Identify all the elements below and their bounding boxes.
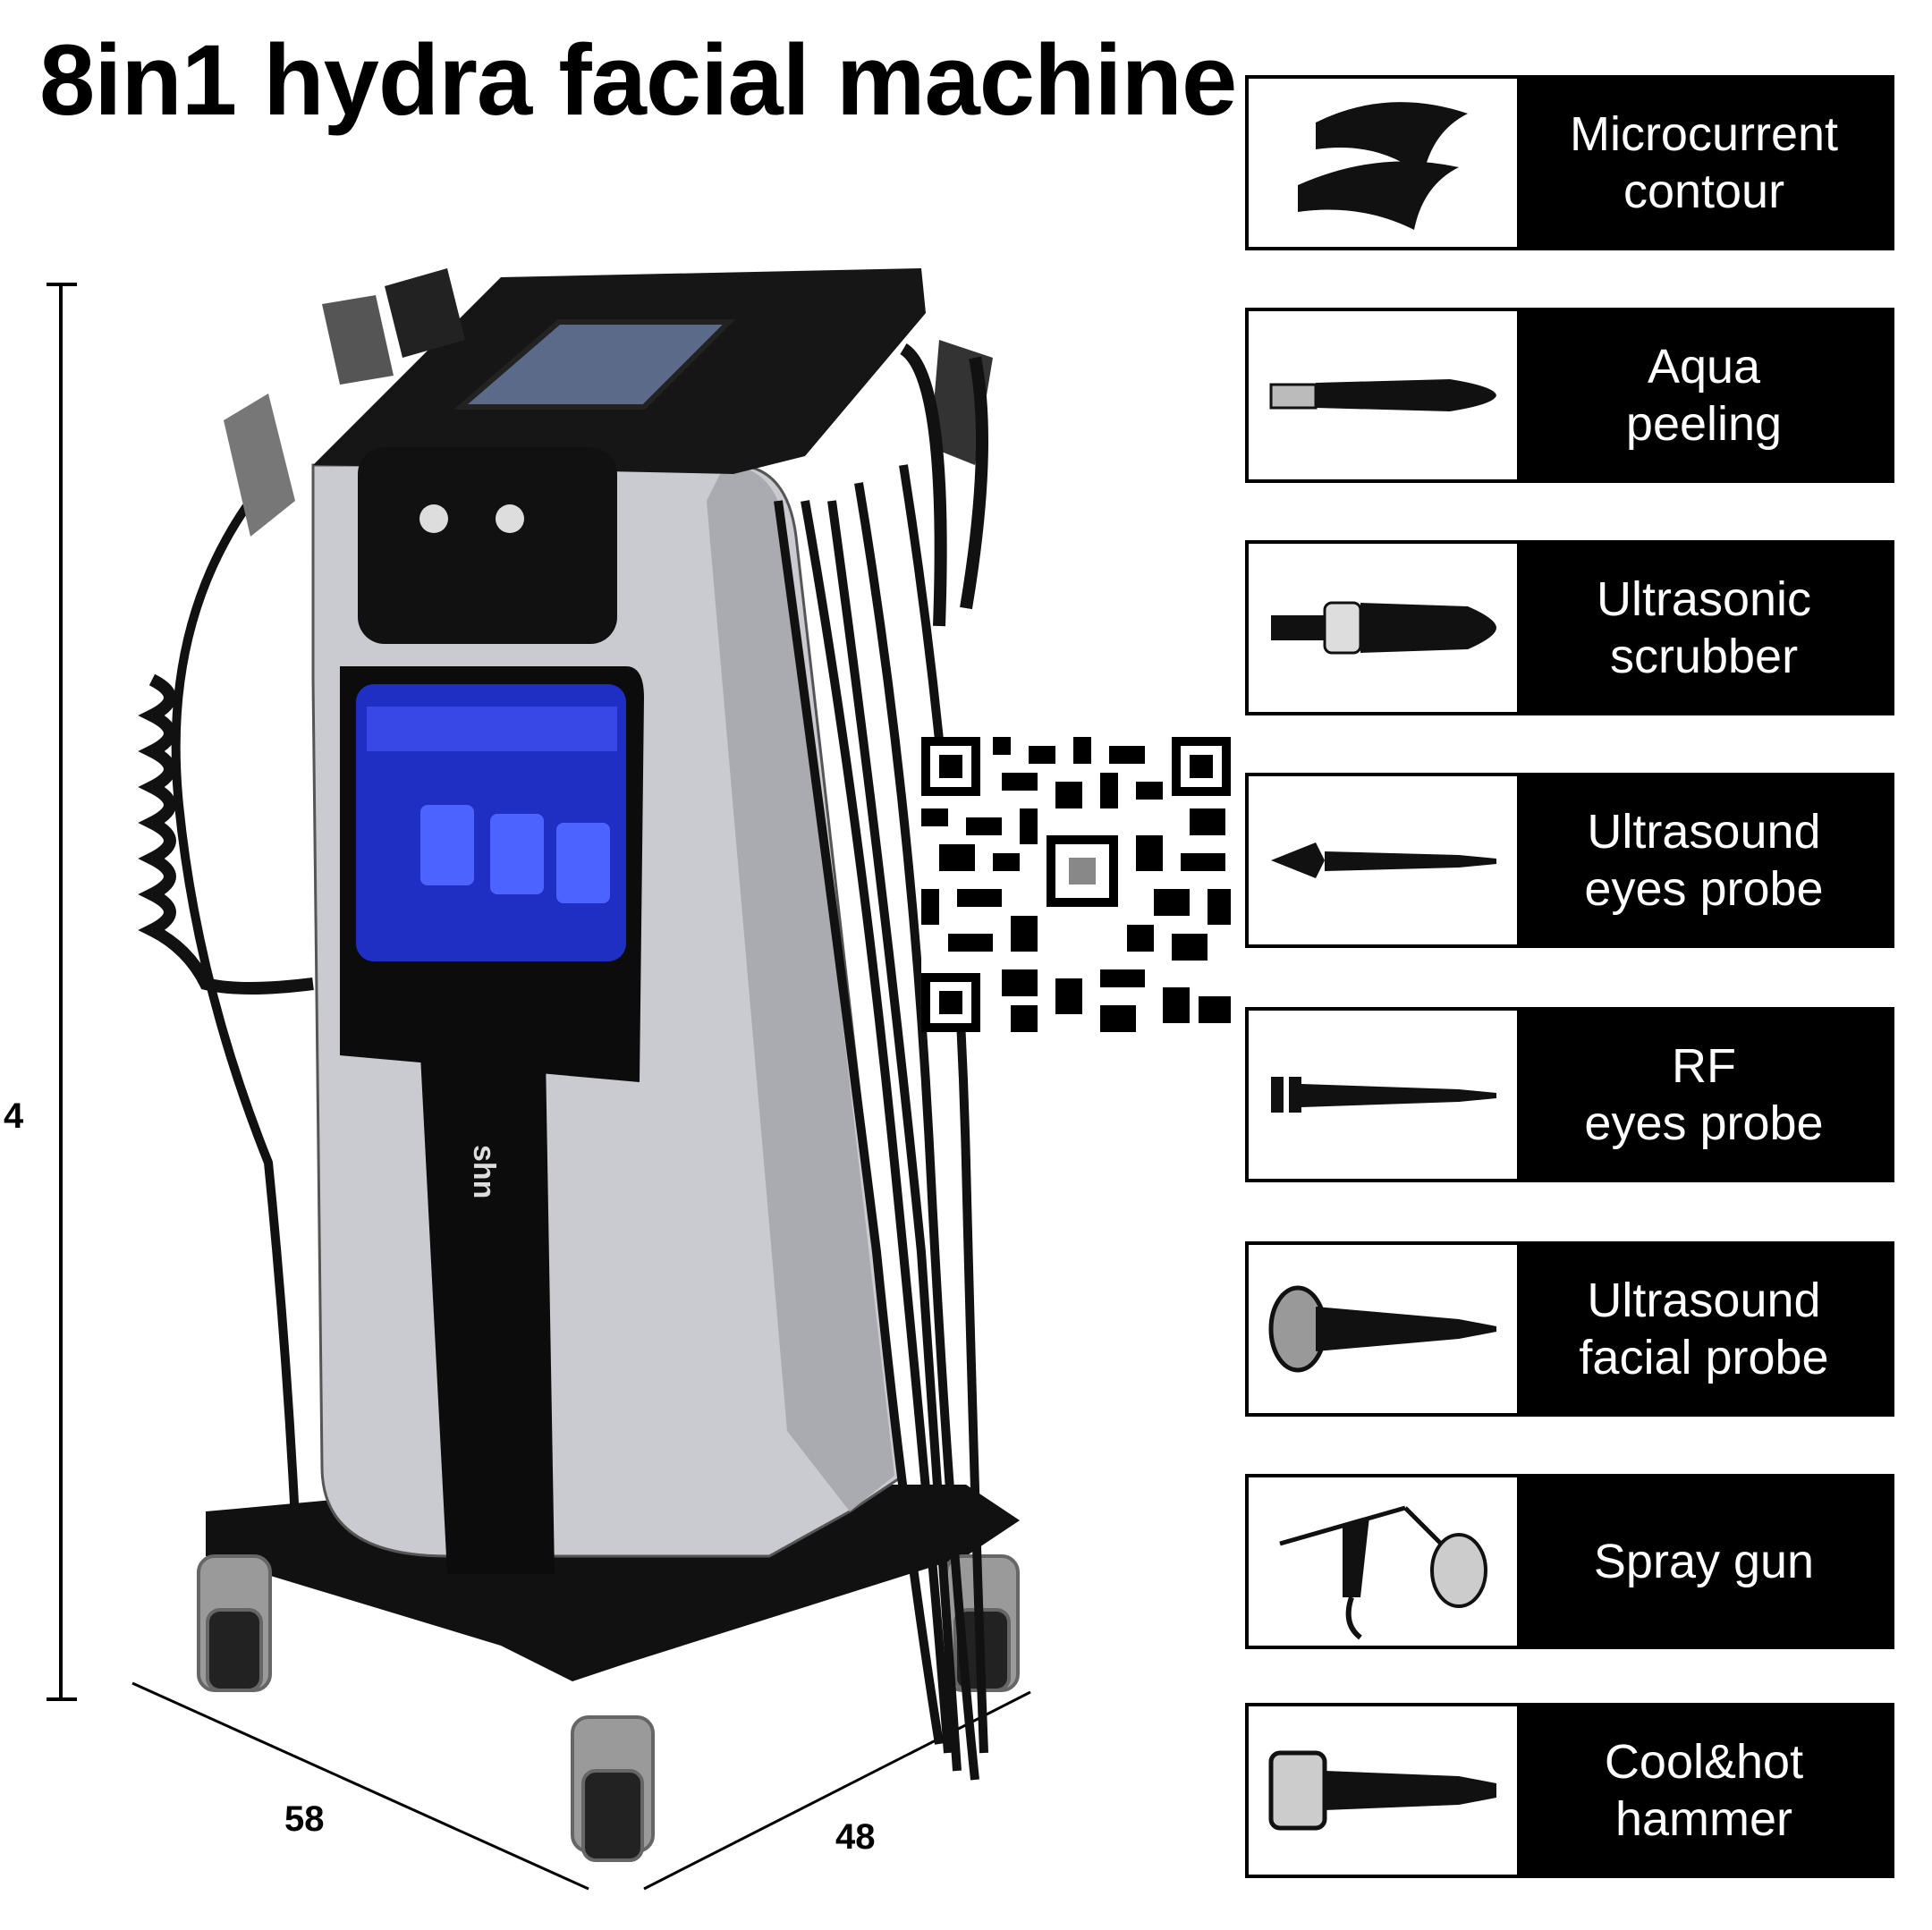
ultrasound-eyes-probe-icon xyxy=(1249,776,1517,944)
handpiece-card-spray-gun: Spray gun xyxy=(1245,1474,1894,1649)
handpiece-label-line1: Aqua xyxy=(1647,340,1761,394)
ultrasonic-scrubber-icon xyxy=(1249,544,1517,712)
machine-illustration: shn xyxy=(47,268,1031,1891)
cool-hot-hammer-icon xyxy=(1249,1706,1517,1875)
svg-text:shn: shn xyxy=(467,1145,501,1198)
handpiece-label-line1: RF xyxy=(1672,1039,1736,1093)
depth-dimension-label: 48 xyxy=(835,1817,876,1857)
handpiece-label-line1: Ultrasound xyxy=(1587,805,1821,859)
handpiece-label-line2: hammer xyxy=(1614,1792,1793,1846)
handpiece-label-line1: Ultrasonic xyxy=(1596,572,1812,626)
page-title: 8in1 hydra facial machine xyxy=(39,24,1237,136)
wheel xyxy=(197,1554,1020,1862)
handpiece-label-line2: facial probe xyxy=(1579,1331,1829,1384)
width-dimension-label: 58 xyxy=(284,1799,325,1839)
height-dimension-label: 4 xyxy=(4,1096,24,1136)
ultrasound-facial-probe-icon xyxy=(1249,1245,1517,1413)
handpiece-label-line1: Microcurrent xyxy=(1569,107,1839,161)
aqua-peeling-icon xyxy=(1249,311,1517,479)
handpiece-label-line2: peeling xyxy=(1625,397,1783,451)
microcurrent-contour-icon xyxy=(1249,79,1517,247)
spray-gun-icon xyxy=(1249,1477,1517,1646)
handpiece-label-line2: contour xyxy=(1623,165,1785,218)
handpiece-label-line1: Spray gun xyxy=(1593,1535,1815,1588)
handpiece-label-line2: eyes probe xyxy=(1584,1096,1824,1150)
handpiece-label-line2: scrubber xyxy=(1609,630,1799,683)
handpiece-label-line2: eyes probe xyxy=(1584,862,1824,916)
qr-code xyxy=(921,737,1231,1032)
handpiece-label-line1: Ultrasound xyxy=(1587,1274,1821,1327)
handpiece-label-line1: Cool&hot xyxy=(1604,1735,1804,1789)
rf-eyes-probe-icon xyxy=(1249,1011,1517,1179)
